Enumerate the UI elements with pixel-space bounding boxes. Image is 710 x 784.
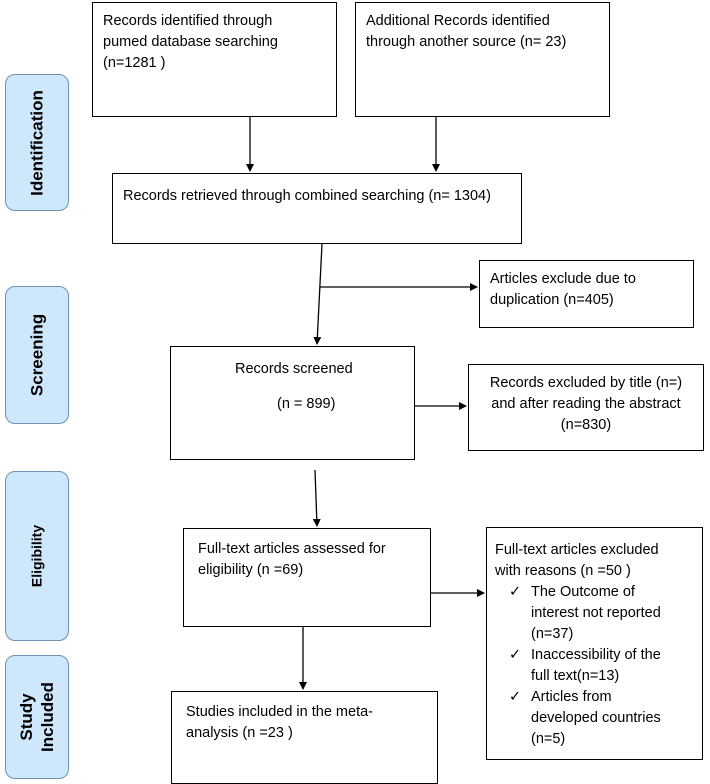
pubmed-line-2: pumed database searching (103, 34, 278, 51)
stage-eligibility: Eligibility (5, 471, 69, 641)
checkmark-icon: ✓ (509, 689, 522, 706)
records-screened-box: Records screened (n = 899) (170, 346, 415, 460)
pubmed-line-3: (n=1281 ) (103, 55, 166, 72)
excluded-title-line-1: Records excluded by title (n=) (489, 375, 683, 391)
stage-identification: Identification (5, 74, 69, 211)
screened-count: (n = 899) (277, 396, 336, 413)
combined-text: Records retrieved through combined searc… (123, 188, 491, 204)
fulltext-excluded-header-2: with reasons (n =50 ) (495, 563, 631, 580)
exclusion-reason-inaccessible: ✓ Inaccessibility of the full text(n=13) (505, 645, 694, 687)
additional-records-box: Additional Records identified through an… (355, 2, 610, 117)
fulltext-line-2: eligibility (n =69) (198, 562, 304, 579)
fulltext-line-1: Full-text articles assessed for (198, 541, 386, 557)
reason-1-line-1: The Outcome of (531, 584, 635, 601)
included-line-1: Studies included in the meta- (186, 704, 373, 720)
additional-line-2: through another source (n= 23) (366, 34, 567, 51)
exclusion-reason-developed-countries: ✓ Articles from developed countries (n=5… (505, 687, 694, 750)
reason-2-line-1: Inaccessibility of the (531, 647, 661, 664)
stage-screening: Screening (5, 286, 69, 424)
pubmed-line-1: Records identified through (103, 13, 273, 29)
reason-1-line-3: (n=37) (531, 626, 574, 643)
excluded-title-line-2: and after reading the abstract (491, 396, 681, 413)
excluded-title-line-3: (n=830) (560, 417, 612, 434)
fulltext-excluded-box: Full-text articles excluded with reasons… (486, 527, 703, 760)
reason-3-line-1: Articles from (531, 689, 612, 706)
reason-1-line-2: interest not reported (531, 605, 661, 622)
included-line-2: analysis (n =23 ) (186, 725, 293, 742)
exclusion-reasons-list: ✓ The Outcome of interest not reported (… (505, 582, 694, 750)
arrow-combined-to-screened (313, 243, 323, 345)
pubmed-records-box: Records identified through pumed databas… (92, 2, 337, 117)
additional-line-1: Additional Records identified (366, 13, 550, 29)
combined-records-box: Records retrieved through combined searc… (112, 173, 522, 244)
fulltext-assessed-box: Full-text articles assessed for eligibil… (183, 528, 431, 627)
duplicates-line-1: Articles exclude due to (490, 271, 636, 287)
exclusion-reason-outcome: ✓ The Outcome of interest not reported (… (505, 582, 694, 645)
reason-3-line-2: developed countries (531, 710, 661, 727)
duplicates-excluded-box: Articles exclude due to duplication (n=4… (479, 260, 694, 328)
checkmark-icon: ✓ (509, 647, 522, 664)
reason-2-line-2: full text(n=13) (531, 668, 620, 685)
duplicates-line-2: duplication (n=405) (490, 292, 614, 309)
reason-3-line-3: (n=5) (531, 731, 566, 748)
excluded-by-title-box: Records excluded by title (n=) and after… (468, 364, 704, 451)
screened-title: Records screened (235, 361, 353, 377)
studies-included-box: Studies included in the meta- analysis (… (171, 691, 438, 784)
stage-included: Study Included (5, 655, 69, 779)
arrow-screened-to-fulltext (312, 469, 321, 527)
checkmark-icon: ✓ (509, 584, 522, 601)
fulltext-excluded-header-1: Full-text articles excluded (495, 542, 659, 558)
